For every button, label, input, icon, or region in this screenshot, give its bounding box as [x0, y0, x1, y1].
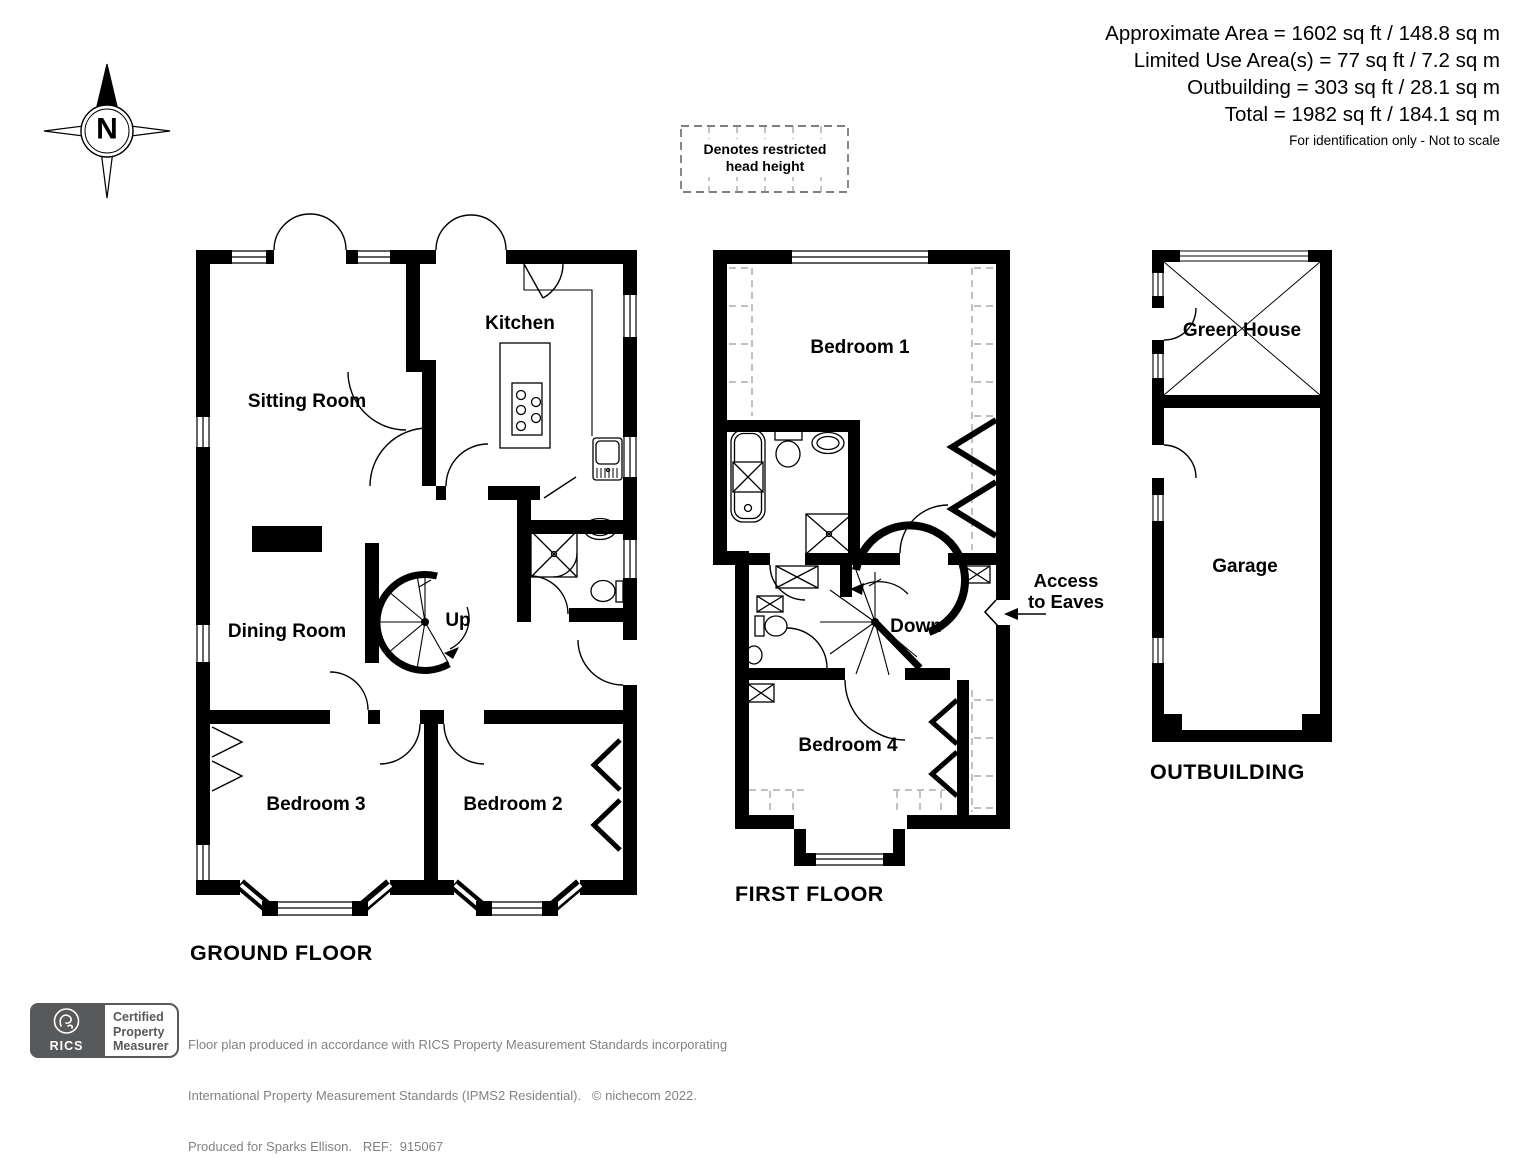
- outbuilding-plan: [1152, 250, 1332, 742]
- room-label-garage: Garage: [1212, 556, 1278, 577]
- shower-tray-icon: [775, 565, 819, 589]
- ground-windows: [196, 250, 637, 880]
- first-door-arcs: [769, 504, 1000, 741]
- stair-label-down: Down: [890, 616, 942, 637]
- area-line: Outbuilding = 303 sq ft / 28.1 sq m: [1187, 76, 1500, 99]
- bedroom2-wardrobe-zigzag: [590, 738, 622, 852]
- access-to-eaves-arrow: [1004, 608, 1046, 620]
- area-summary: Approximate Area = 1602 sq ft / 148.8 sq…: [1105, 20, 1500, 128]
- toilet-icon: [754, 615, 788, 637]
- stair-label-up: Up: [445, 610, 471, 631]
- scale-note: For identification only - Not to scale: [1289, 133, 1500, 148]
- ground-walls: [196, 250, 637, 895]
- area-line: Total = 1982 sq ft / 184.1 sq m: [1224, 103, 1500, 126]
- bedroom3-wardrobe-zigzag: [211, 726, 244, 792]
- basin-icon: [583, 517, 617, 541]
- toilet-icon: [590, 579, 624, 603]
- fireplace: [252, 526, 322, 552]
- room-label-bedroom-1: Bedroom 1: [810, 337, 910, 358]
- restricted-head-height-dashes: [729, 267, 994, 814]
- legend-box: [680, 125, 849, 193]
- outbuilding-windows: [1152, 250, 1308, 663]
- eaves-zigzag-bedroom1: [946, 417, 998, 539]
- shower-icon: [530, 530, 578, 578]
- ground-floor-plan: [196, 213, 637, 916]
- footer-disclaimer: Floor plan produced in accordance with R…: [188, 1037, 728, 1154]
- certified-property-measurer-badge: Certified Property Measurer: [103, 1003, 179, 1058]
- floor-label-first: FIRST FLOOR: [735, 882, 884, 906]
- skylight-icon: [756, 595, 784, 613]
- wc-fixtures: [745, 565, 991, 703]
- outbuilding-door-arcs: [1163, 307, 1197, 479]
- basin-icon: [745, 645, 763, 665]
- first-floor-plan: [713, 250, 1046, 866]
- rics-wordmark: RICS: [49, 1039, 84, 1053]
- ground-door-arcs: [273, 213, 624, 765]
- floor-label-ground: GROUND FLOOR: [190, 941, 373, 965]
- room-label-dining-room: Dining Room: [227, 621, 347, 642]
- floor-label-outbuilding: OUTBUILDING: [1150, 760, 1305, 784]
- room-label-bedroom-4: Bedroom 4: [798, 735, 898, 756]
- rics-logo: RICS: [30, 1003, 103, 1058]
- room-label-kitchen: Kitchen: [485, 313, 555, 334]
- shower-icon: [805, 513, 853, 555]
- first-windows: [792, 250, 928, 866]
- ground-bay-windows: [236, 879, 584, 916]
- area-line: Limited Use Area(s) = 77 sq ft / 7.2 sq …: [1133, 49, 1500, 72]
- bathroom-fixtures: [730, 429, 853, 555]
- first-walls: [713, 250, 1010, 866]
- floorplan-page: { "header": { "area_lines": [ "Approxima…: [30, 20, 1500, 1154]
- room-label-greenhouse: Green House: [1182, 320, 1302, 341]
- toilet-icon: [774, 429, 803, 468]
- skylight-icon: [747, 683, 775, 703]
- access-to-eaves-label: Access to Eaves: [1027, 570, 1105, 612]
- kitchen-island-hob-icon: [499, 264, 593, 449]
- eaves-zigzag-bedroom4: [928, 698, 959, 798]
- compass-rose: [43, 63, 171, 199]
- room-label-bedroom-2: Bedroom 2: [463, 794, 563, 815]
- room-label-bedroom-3: Bedroom 3: [266, 794, 366, 815]
- restricted-height-legend: Denotes restricted head height: [697, 139, 833, 177]
- floorplan-drawing: [43, 63, 1332, 916]
- rics-lion-icon: [53, 1008, 80, 1034]
- outbuilding-walls: [1152, 250, 1332, 742]
- basin-icon: [811, 431, 845, 455]
- greenhouse-cross: [1163, 261, 1321, 396]
- bath-icon: [730, 429, 766, 523]
- room-label-sitting-room: Sitting Room: [247, 391, 367, 412]
- spiral-stair-up: [373, 570, 470, 674]
- area-line: Approximate Area = 1602 sq ft / 148.8 sq…: [1105, 22, 1500, 45]
- shower-room-fixtures: [530, 517, 624, 603]
- spiral-stair-down: [820, 521, 970, 676]
- kitchen-sink-icon: [592, 437, 623, 481]
- compass-north-label: N: [96, 112, 118, 146]
